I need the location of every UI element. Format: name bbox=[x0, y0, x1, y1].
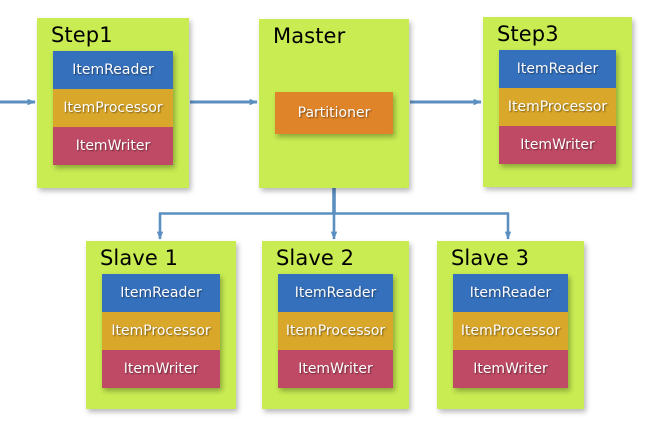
band-stack: ItemReader ItemProcessor ItemWriter bbox=[278, 274, 393, 388]
step-box-slave2[interactable]: Slave 2 ItemReader ItemProcessor ItemWri… bbox=[262, 241, 409, 409]
step-title: Step1 bbox=[51, 23, 113, 47]
step-box-slave1[interactable]: Slave 1 ItemReader ItemProcessor ItemWri… bbox=[86, 241, 236, 409]
band-itemreader[interactable]: ItemReader bbox=[102, 274, 220, 312]
step-box-master[interactable]: Master Partitioner bbox=[259, 19, 409, 188]
step-title: Step3 bbox=[497, 22, 559, 46]
band-itemwriter[interactable]: ItemWriter bbox=[499, 126, 616, 164]
band-itemreader[interactable]: ItemReader bbox=[53, 51, 173, 89]
band-itemprocessor[interactable]: ItemProcessor bbox=[453, 312, 568, 350]
band-itemwriter[interactable]: ItemWriter bbox=[102, 350, 220, 388]
band-itemwriter[interactable]: ItemWriter bbox=[453, 350, 568, 388]
connector-master-branch-trunk bbox=[159, 188, 509, 215]
band-itemreader[interactable]: ItemReader bbox=[278, 274, 393, 312]
band-itemprocessor[interactable]: ItemProcessor bbox=[499, 88, 616, 126]
band-stack: ItemReader ItemProcessor ItemWriter bbox=[102, 274, 220, 388]
step-title: Slave 3 bbox=[451, 246, 530, 270]
band-itemprocessor[interactable]: ItemProcessor bbox=[53, 89, 173, 127]
step-title: Slave 1 bbox=[100, 246, 179, 270]
band-itemwriter[interactable]: ItemWriter bbox=[278, 350, 393, 388]
band-itemprocessor[interactable]: ItemProcessor bbox=[102, 312, 220, 350]
band-itemwriter[interactable]: ItemWriter bbox=[53, 127, 173, 165]
band-itemreader[interactable]: ItemReader bbox=[499, 50, 616, 88]
band-itemreader[interactable]: ItemReader bbox=[453, 274, 568, 312]
step-title: Master bbox=[273, 24, 346, 48]
band-partitioner[interactable]: Partitioner bbox=[275, 92, 393, 134]
step-title: Slave 2 bbox=[276, 246, 355, 270]
step-box-step3[interactable]: Step3 ItemReader ItemProcessor ItemWrite… bbox=[483, 17, 632, 187]
band-itemprocessor[interactable]: ItemProcessor bbox=[278, 312, 393, 350]
band-stack: ItemReader ItemProcessor ItemWriter bbox=[53, 51, 173, 165]
step-box-slave3[interactable]: Slave 3 ItemReader ItemProcessor ItemWri… bbox=[437, 241, 584, 409]
band-stack: ItemReader ItemProcessor ItemWriter bbox=[453, 274, 568, 388]
band-stack: ItemReader ItemProcessor ItemWriter bbox=[499, 50, 616, 164]
step-box-step1[interactable]: Step1 ItemReader ItemProcessor ItemWrite… bbox=[37, 18, 189, 188]
